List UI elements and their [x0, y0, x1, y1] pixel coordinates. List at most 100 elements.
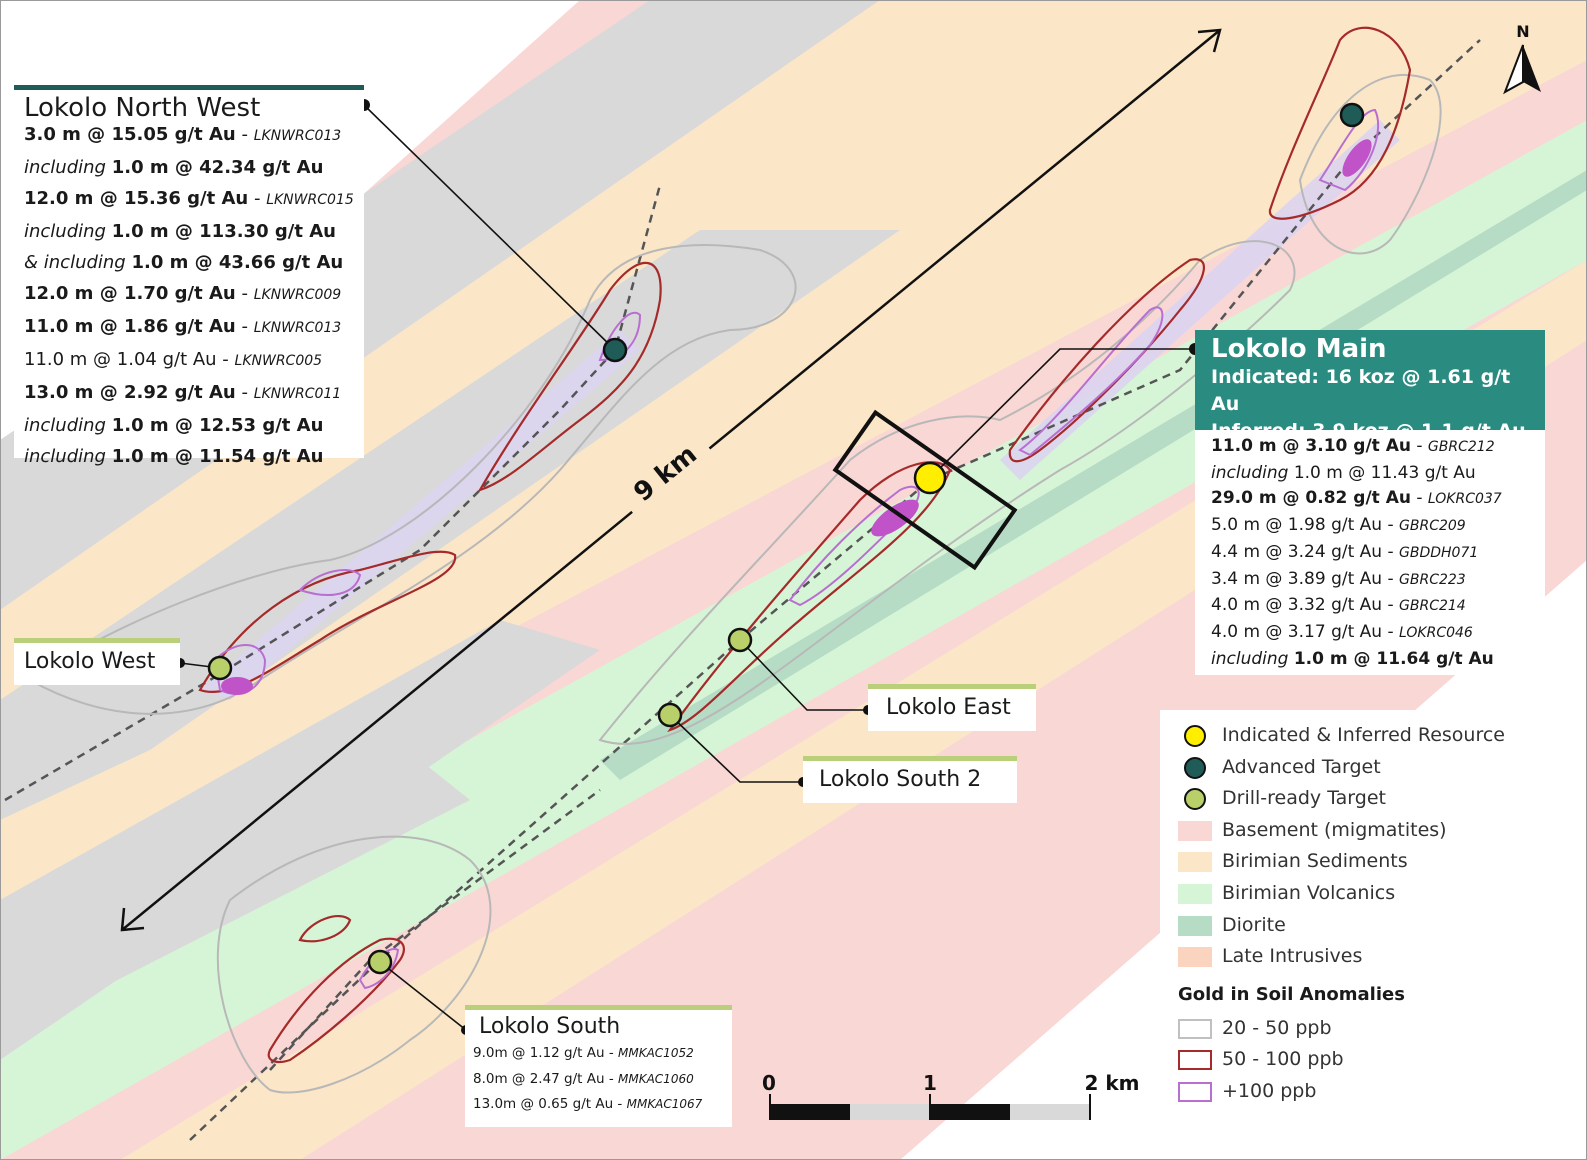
result-separator: - [604, 1070, 619, 1087]
legend-item: Indicated & Inferred Resource [1178, 720, 1540, 752]
legend-outline-swatch [1178, 1050, 1212, 1071]
lokolo-east-title: Lokolo East [886, 695, 1011, 720]
legend-marker-icon [1184, 756, 1206, 779]
anomaly-50-100-ne [1008, 258, 1205, 463]
anomaly-50-100-south-2 [298, 915, 352, 943]
result-separator: - [1382, 568, 1400, 589]
leader-main [929, 348, 1195, 479]
result-value: 1.0 m @ 11.43 g/t Au [1293, 462, 1476, 483]
legend-item: Birimian Sediments [1178, 846, 1540, 878]
trend-line-central [189, 39, 1481, 1141]
drillhole-id: MMKAC1060 [618, 1071, 694, 1086]
drillhole-id: MMKAC1067 [626, 1097, 703, 1111]
legend-item: Diorite [1178, 910, 1540, 942]
anomaly-100-core-main [871, 499, 919, 537]
result-prefix: including [1211, 648, 1294, 669]
distance-arrow-head-ne [1197, 28, 1222, 53]
drillhole-id: GBRC223 [1399, 571, 1466, 588]
result-separator: - [235, 316, 254, 337]
scale-label-2: 2 km [1084, 1071, 1139, 1095]
result-value: 1.0 m @ 12.53 g/t Au [111, 415, 324, 436]
legend-label: 20 - 50 ppb [1222, 1016, 1332, 1039]
label-accent-bar [14, 638, 180, 643]
legend-label: 50 - 100 ppb [1222, 1048, 1344, 1071]
anomaly-20-50-south [216, 835, 492, 1094]
anomaly-100-ne [1018, 306, 1164, 457]
result-value: 1.0 m @ 11.64 g/t Au [1293, 648, 1494, 669]
lokolo-north-west-result-row: including 1.0 m @ 42.34 g/t Au [24, 152, 354, 183]
legend-label: Birimian Volcanics [1222, 881, 1396, 904]
gray-unit-south-2 [0, 760, 470, 1040]
result-value: 8.0m @ 2.47 g/t Au [473, 1070, 605, 1087]
scale-label-0: 0 [762, 1071, 776, 1095]
label-accent-bar [868, 684, 1036, 689]
result-value: 9.0m @ 1.12 g/t Au [473, 1045, 605, 1061]
anomaly-100-core-north [1342, 139, 1372, 177]
lokolo-south-title: Lokolo South [479, 1014, 621, 1039]
anomaly-100-west-2 [298, 569, 362, 596]
result-value: 12.0 m @ 1.70 g/t Au [24, 283, 236, 304]
result-separator: - [1382, 621, 1400, 642]
drillhole-id: LKNWRC011 [253, 386, 342, 402]
drillhole-id: GBRC214 [1399, 598, 1466, 615]
lokolo-south-result-row: 9.0m @ 1.12 g/t Au - MMKAC1052 [473, 1041, 726, 1067]
legend-label: Late Intrusives [1222, 945, 1363, 968]
drillhole-id: MMKAC1052 [618, 1046, 694, 1060]
lokolo-west-title: Lokolo West [24, 649, 156, 674]
anomaly-50-100-north [1268, 26, 1412, 220]
result-prefix: including [24, 221, 112, 242]
lokolo-north-west-result-row: & including 1.0 m @ 43.66 g/t Au [24, 247, 354, 278]
lokolo-main-indicated: Indicated: 16 koz @ 1.61 g/t Au [1211, 366, 1511, 415]
distance-label-bg [614, 427, 716, 519]
result-separator: - [613, 1096, 627, 1112]
legend-item: Basement (migmatites) [1178, 815, 1540, 847]
result-value: 11.0 m @ 1.86 g/t Au [24, 316, 236, 337]
legend-anomaly-title: Gold in Soil Anomalies [1178, 983, 1405, 1005]
lokolo-south-2-marker [657, 702, 683, 728]
anomaly-50-100-nw [477, 261, 662, 492]
legend-anomalies: 20 - 50 ppb 50 - 100 ppb +100 ppb [1178, 1013, 1540, 1108]
north-arrow-icon-dark [1523, 45, 1541, 92]
legend-anomaly-item: 20 - 50 ppb [1178, 1013, 1540, 1045]
diorite-strip [600, 170, 1587, 780]
resource-outline-box [832, 409, 1018, 571]
shear-corridor-east [1000, 120, 1400, 480]
legend-swatch [1178, 915, 1212, 936]
lokolo-main-result-row: 4.0 m @ 3.32 g/t Au - GBRC214 [1211, 593, 1531, 620]
lokolo-north-west-callout: Lokolo North West 3.0 m @ 15.05 g/t Au -… [14, 85, 364, 467]
callout-accent-bar [465, 1005, 732, 1010]
result-value: 12.0 m @ 15.36 g/t Au [24, 188, 249, 209]
result-value: 1.0 m @ 113.30 g/t Au [111, 221, 336, 242]
drillhole-id: GBDDH071 [1399, 544, 1479, 561]
legend-item: Drill-ready Target [1178, 783, 1540, 815]
lokolo-north-west-result-row: including 1.0 m @ 12.53 g/t Au [24, 410, 354, 441]
result-prefix: including [24, 446, 112, 467]
trend-line-west [4, 184, 662, 802]
result-separator: - [1382, 541, 1400, 562]
distance-arrow-head-sw [120, 907, 145, 932]
lokolo-main-result-row: 29.0 m @ 0.82 g/t Au - LOKRC037 [1211, 486, 1531, 513]
result-separator: - [1410, 436, 1428, 456]
result-value: 13.0 m @ 2.92 g/t Au [24, 382, 236, 403]
legend-label: Indicated & Inferred Resource [1222, 724, 1505, 746]
anomaly-50-100-west [198, 550, 457, 693]
sediments-belt [0, 0, 1587, 900]
drillhole-id: GBRC209 [1399, 518, 1466, 535]
result-separator: - [216, 349, 235, 370]
trend-line-south [269, 788, 601, 1071]
callout-accent-bar [14, 85, 364, 90]
drillhole-id: GBRC212 [1427, 439, 1495, 455]
legend-label: +100 ppb [1222, 1079, 1317, 1102]
legend-item: Birimian Volcanics [1178, 878, 1540, 910]
lokolo-east-marker [727, 627, 753, 653]
lokolo-main-result-row: 4.0 m @ 3.17 g/t Au - LOKRC046 [1211, 620, 1531, 647]
legend-item: Late Intrusives [1178, 941, 1540, 973]
lokolo-main-header: Lokolo Main Indicated: 16 koz @ 1.61 g/t… [1195, 330, 1545, 442]
result-separator: - [1382, 515, 1400, 536]
lokolo-north-west-result-row: including 1.0 m @ 11.54 g/t Au [24, 441, 354, 472]
label-accent-bar [803, 756, 1017, 761]
anomaly-20-50-north [1298, 74, 1442, 255]
result-separator: - [235, 283, 254, 304]
